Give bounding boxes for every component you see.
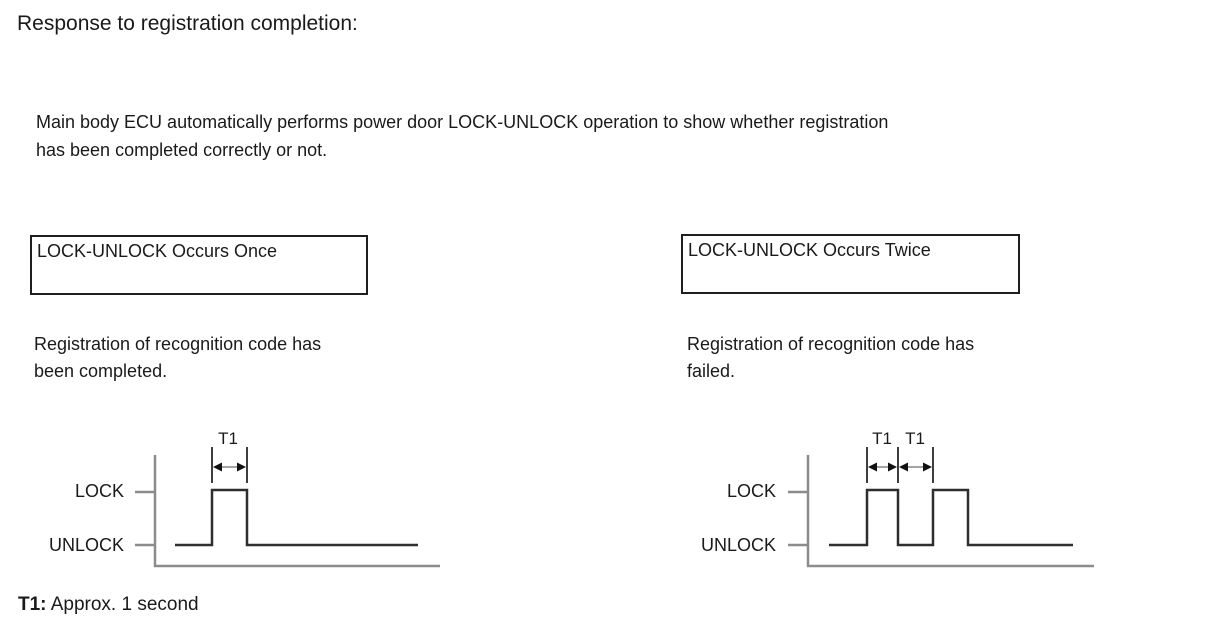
timing-diagram-once — [135, 447, 440, 568]
description-failed: Registration of recognition code has fai… — [687, 331, 974, 385]
waveform-single-pulse — [175, 488, 418, 547]
t1-duration-label-1: T1 — [872, 429, 892, 448]
t1-duration-label: T1 — [218, 429, 238, 448]
description-failed-line-2: failed. — [687, 361, 736, 381]
t1-duration-label-2: T1 — [905, 429, 925, 448]
t1-definition: T1: Approx. 1 second — [18, 593, 199, 617]
lock-axis-label: LOCK — [74, 481, 124, 501]
page-title: Response to registration completion: — [17, 12, 358, 35]
description-failed-line-1: Registration of recognition code has — [687, 334, 975, 354]
waveform-double-pulse — [829, 488, 1073, 547]
description-completed-line-1: Registration of recognition code has — [34, 334, 322, 354]
result-box-twice-label: LOCK-UNLOCK Occurs Twice — [688, 240, 931, 260]
lock-axis-label: LOCK — [726, 481, 776, 501]
description-completed: Registration of recognition code has bee… — [34, 331, 321, 385]
t1-arrowhead-1-left — [868, 462, 877, 472]
t1-definition-term: T1: — [18, 594, 47, 615]
t1-definition-text: Approx. 1 second — [46, 594, 199, 615]
result-box-once-label: LOCK-UNLOCK Occurs Once — [37, 241, 278, 261]
t1-arrowhead-left — [213, 462, 222, 472]
timing-diagram-twice — [788, 447, 1094, 568]
intro-line-2: has been completed correctly or not. — [36, 140, 328, 160]
unlock-axis-label: UNLOCK — [700, 535, 776, 555]
t1-arrowhead-1-right — [888, 462, 897, 472]
result-box-twice: LOCK-UNLOCK Occurs Twice — [681, 234, 1020, 294]
unlock-axis-label: UNLOCK — [48, 535, 124, 555]
t1-arrowhead-2-right — [923, 462, 932, 472]
description-completed-line-2: been completed. — [34, 361, 168, 381]
intro-line-1: Main body ECU automatically performs pow… — [36, 112, 889, 132]
t1-arrowhead-right — [237, 462, 246, 472]
t1-arrowhead-2-left — [899, 462, 908, 472]
result-box-once: LOCK-UNLOCK Occurs Once — [30, 235, 368, 295]
intro-paragraph: Main body ECU automatically performs pow… — [36, 108, 888, 164]
